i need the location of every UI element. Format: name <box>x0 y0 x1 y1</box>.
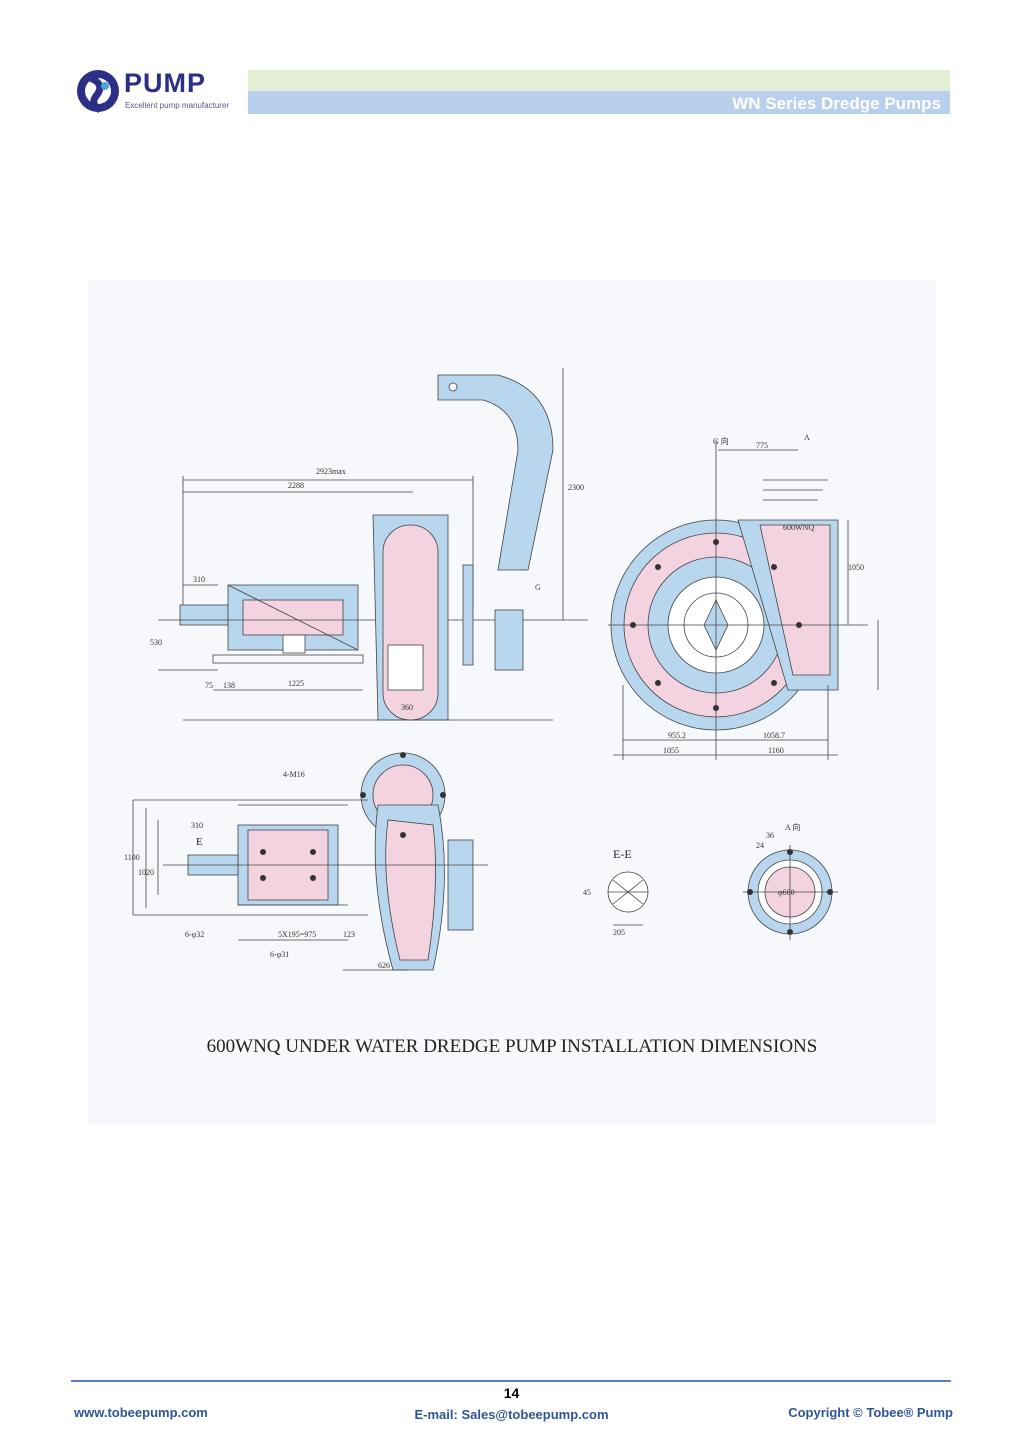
technical-drawing: 2923max 2288 310 530 75 138 1225 360 230… <box>124 368 879 971</box>
model-label: 600WNQ <box>783 523 814 532</box>
dim-label: 75 <box>205 681 213 690</box>
footer-copyright: Copyright © Tobee® Pump <box>788 1405 953 1420</box>
dim-label: 24 <box>756 841 764 850</box>
dim-label: φ600 <box>778 888 795 897</box>
dim-label: 123 <box>343 930 355 939</box>
logo-text: PUMP <box>124 68 207 98</box>
dim-label: 310 <box>191 821 203 830</box>
dim-label: 775 <box>756 441 768 450</box>
footer-divider <box>71 1380 951 1382</box>
dim-label: 1058.7 <box>763 731 785 740</box>
dim-label: 5X195=975 <box>278 930 316 939</box>
dim-label: 205 <box>613 928 625 937</box>
logo-mark-icon <box>77 70 119 114</box>
view-mark: G <box>535 583 541 592</box>
header-band-bottom <box>248 91 950 114</box>
page-number: 14 <box>503 1385 520 1401</box>
dim-label: 1020 <box>138 868 154 877</box>
dim-label: 138 <box>223 681 235 690</box>
dim-label: 2288 <box>288 481 304 490</box>
dim-label: 1055 <box>663 746 679 755</box>
section-mark: E <box>196 836 203 848</box>
view-label: G 向 <box>713 436 729 446</box>
dim-label: 1050 <box>848 563 864 572</box>
section-label: E-E <box>613 847 632 861</box>
view-label: A 向 <box>785 822 800 832</box>
footer-email-link[interactable]: E-mail: Sales@tobeepump.com <box>414 1407 609 1422</box>
dim-label: 36 <box>766 831 774 840</box>
dim-label: 6-φ32 <box>185 930 204 939</box>
dim-label: 955.2 <box>668 731 686 740</box>
header-band-top <box>248 70 950 91</box>
dim-label: 310 <box>193 575 205 584</box>
figure-caption: 600WNQ UNDER WATER DREDGE PUMP INSTALLAT… <box>206 1036 818 1057</box>
dim-label: 530 <box>150 638 162 647</box>
dim-label: 626 <box>378 961 390 970</box>
dim-label: 2300 <box>568 483 584 492</box>
footer-website-link[interactable]: www.tobeepump.com <box>74 1405 208 1420</box>
header-title: WN Series Dredge Pumps <box>732 94 941 113</box>
view-mark: A <box>804 433 810 442</box>
dim-label: 1160 <box>768 746 784 755</box>
dim-label: 6-φ31 <box>270 950 289 959</box>
dim-label: 360 <box>401 703 413 712</box>
installation-drawing: 2923max 2288 310 530 75 138 1225 360 230… <box>88 280 936 1125</box>
company-logo: PUMP Excellent pump manufacturer <box>76 66 236 118</box>
dim-label: 1225 <box>288 679 304 688</box>
dim-label: 45 <box>583 888 591 897</box>
logo-tagline: Excellent pump manufacturer <box>125 101 230 110</box>
dim-label: 4-M16 <box>283 770 305 779</box>
dim-label: 2923max <box>316 467 346 476</box>
dim-label: 1100 <box>124 853 140 862</box>
